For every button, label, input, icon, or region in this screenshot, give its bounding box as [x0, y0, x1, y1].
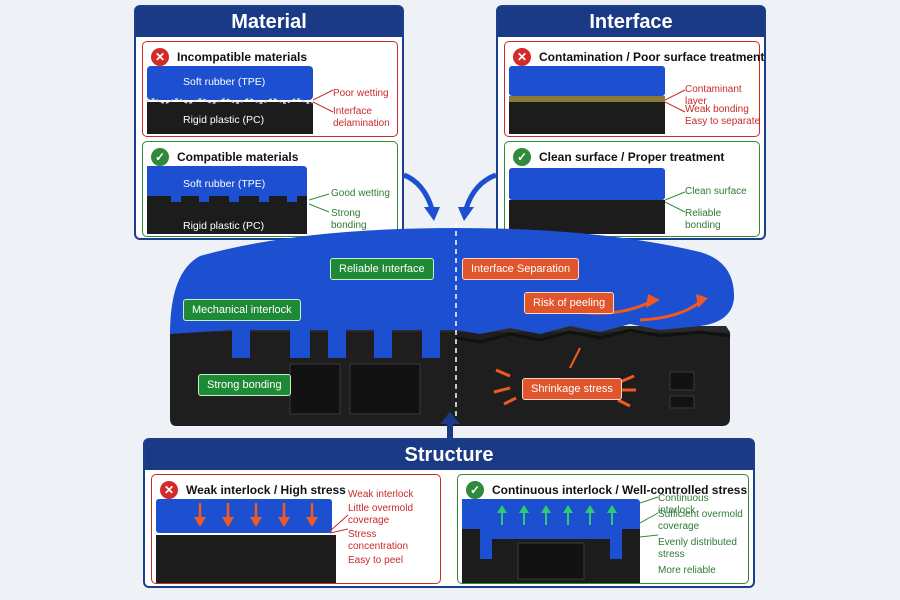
shrink-arrow — [619, 374, 635, 384]
overmold-cross-section — [170, 222, 735, 426]
contamination-note-2: Weak bonding Easy to separate — [685, 104, 761, 127]
continuous-structure-illustration — [462, 499, 640, 583]
peel-arrow — [639, 300, 701, 322]
structure-title: Structure — [145, 440, 753, 470]
material-title: Material — [136, 7, 402, 37]
structure-arrow — [440, 412, 460, 444]
compatible-heading: Compatible materials — [177, 150, 299, 164]
arrow-from-interface — [463, 172, 497, 210]
clean-note-1: Clean surface — [685, 186, 747, 197]
cross-icon: ✕ — [513, 48, 531, 66]
tpe-layer — [509, 66, 665, 96]
weak-note-4: Easy to peel — [348, 555, 404, 566]
tpe-layer — [509, 168, 665, 200]
interface-title: Interface — [498, 7, 764, 37]
material-panel: Material ✕ Incompatible materials Soft r… — [134, 5, 404, 240]
mechanical-interlock-tag: Mechanical interlock — [183, 299, 301, 321]
structure-panel: Structure ✕ Weak interlock / High stress… — [143, 438, 755, 588]
cavity — [669, 371, 695, 391]
interface-separation-tag: Interface Separation — [462, 258, 580, 280]
check-icon: ✓ — [466, 481, 484, 499]
weak-interlock-card: ✕ Weak interlock / High stress Weak inte… — [151, 474, 441, 584]
cavity — [289, 363, 341, 415]
incompatible-leader-lines — [313, 89, 334, 113]
contamination-leader-lines — [665, 89, 686, 113]
down-stress-arrows — [194, 503, 318, 527]
continuous-note-4: More reliable — [658, 565, 716, 576]
incompatible-note-2: Interface delamination — [333, 106, 390, 129]
risk-of-peeling-tag: Risk of peeling — [524, 292, 615, 314]
reliable-interface-tag: Reliable Interface — [330, 258, 434, 280]
up-stress-arrows — [497, 505, 617, 525]
pc-layer — [156, 535, 336, 583]
strong-bonding-tag: Strong bonding — [198, 374, 291, 396]
tpe-layer — [147, 66, 313, 100]
cavity — [669, 395, 695, 409]
shrinkage-stress-tag: Shrinkage stress — [522, 378, 622, 400]
contamination-layers-illustration — [509, 66, 665, 134]
torn-interface — [455, 328, 731, 344]
weak-note-1: Weak interlock — [348, 489, 414, 500]
continuous-note-1: Continuous interlock — [658, 493, 709, 516]
incompatible-pc-label: Rigid plastic (PC) — [183, 114, 265, 126]
incompatible-layers-illustration — [147, 66, 316, 134]
continuous-heading: Continuous interlock / Well-controlled s… — [492, 483, 748, 497]
compatible-pc-label: Rigid plastic (PC) — [183, 220, 265, 232]
compatible-layers-illustration — [147, 166, 307, 234]
weak-note-2: Little overmold coverage — [348, 503, 414, 526]
check-icon: ✓ — [513, 148, 531, 166]
cavity — [517, 542, 585, 580]
compatible-leader-lines — [309, 193, 330, 213]
incompatible-materials-card: ✕ Incompatible materials Soft rubber (TP… — [142, 41, 398, 137]
weak-note-3: Stress concentration — [348, 529, 409, 552]
shrink-arrow — [569, 347, 581, 369]
continuous-note-2: Sufficient overmold coverage — [658, 509, 743, 532]
clean-leader-lines — [665, 191, 686, 213]
weak-leader-lines — [330, 514, 349, 534]
incompatible-note-1: Poor wetting — [333, 88, 389, 99]
continuous-interlock-card: ✓ Continuous interlock / Well-controlled… — [457, 474, 749, 584]
incompatible-tpe-label: Soft rubber (TPE) — [183, 76, 266, 88]
shrink-arrow — [495, 368, 511, 378]
interlocked-tpe-layer — [147, 166, 307, 202]
cavity — [349, 363, 421, 415]
weak-heading: Weak interlock / High stress — [186, 483, 346, 497]
weak-structure-illustration — [156, 499, 336, 583]
pc-layer — [509, 200, 665, 234]
shrink-arrow — [493, 386, 511, 394]
clean-surface-card: ✓ Clean surface / Proper treatment Clean… — [504, 141, 760, 237]
arrow-from-material — [402, 172, 435, 210]
compatible-note-1: Good wetting — [331, 188, 390, 199]
interlocked-tpe-layer — [462, 499, 640, 559]
soft-rubber-right — [456, 228, 735, 334]
continuous-note-3: Evenly distributed stress — [658, 537, 737, 560]
clean-heading: Clean surface / Proper treatment — [539, 150, 725, 164]
incompatible-heading: Incompatible materials — [177, 50, 308, 64]
cross-icon: ✕ — [151, 48, 169, 66]
tpe-layer — [156, 499, 332, 533]
clean-note-2: Reliable bonding — [685, 208, 722, 231]
interface-panel: Interface ✕ Contamination / Poor surface… — [496, 5, 766, 240]
pc-layer — [147, 102, 313, 134]
shrink-arrow — [617, 398, 631, 408]
contaminant-layer — [509, 96, 665, 102]
contamination-card: ✕ Contamination / Poor surface treatment… — [504, 41, 764, 137]
contamination-note-1: Contaminant layer — [685, 84, 742, 107]
check-icon: ✓ — [151, 148, 169, 166]
compatible-note-2: Strong bonding — [331, 208, 367, 231]
clean-layers-illustration — [509, 168, 665, 234]
cross-icon: ✕ — [160, 481, 178, 499]
curved-arrows — [402, 172, 497, 221]
compatible-tpe-label: Soft rubber (TPE) — [183, 178, 266, 190]
continuous-leader-lines — [640, 496, 659, 538]
pc-layer — [509, 102, 665, 134]
contamination-heading: Contamination / Poor surface treatment — [539, 50, 765, 64]
compatible-materials-card: ✓ Compatible materials Soft rubber (TPE)… — [142, 141, 398, 237]
shrink-arrow — [503, 396, 517, 406]
pc-layer — [147, 196, 307, 234]
